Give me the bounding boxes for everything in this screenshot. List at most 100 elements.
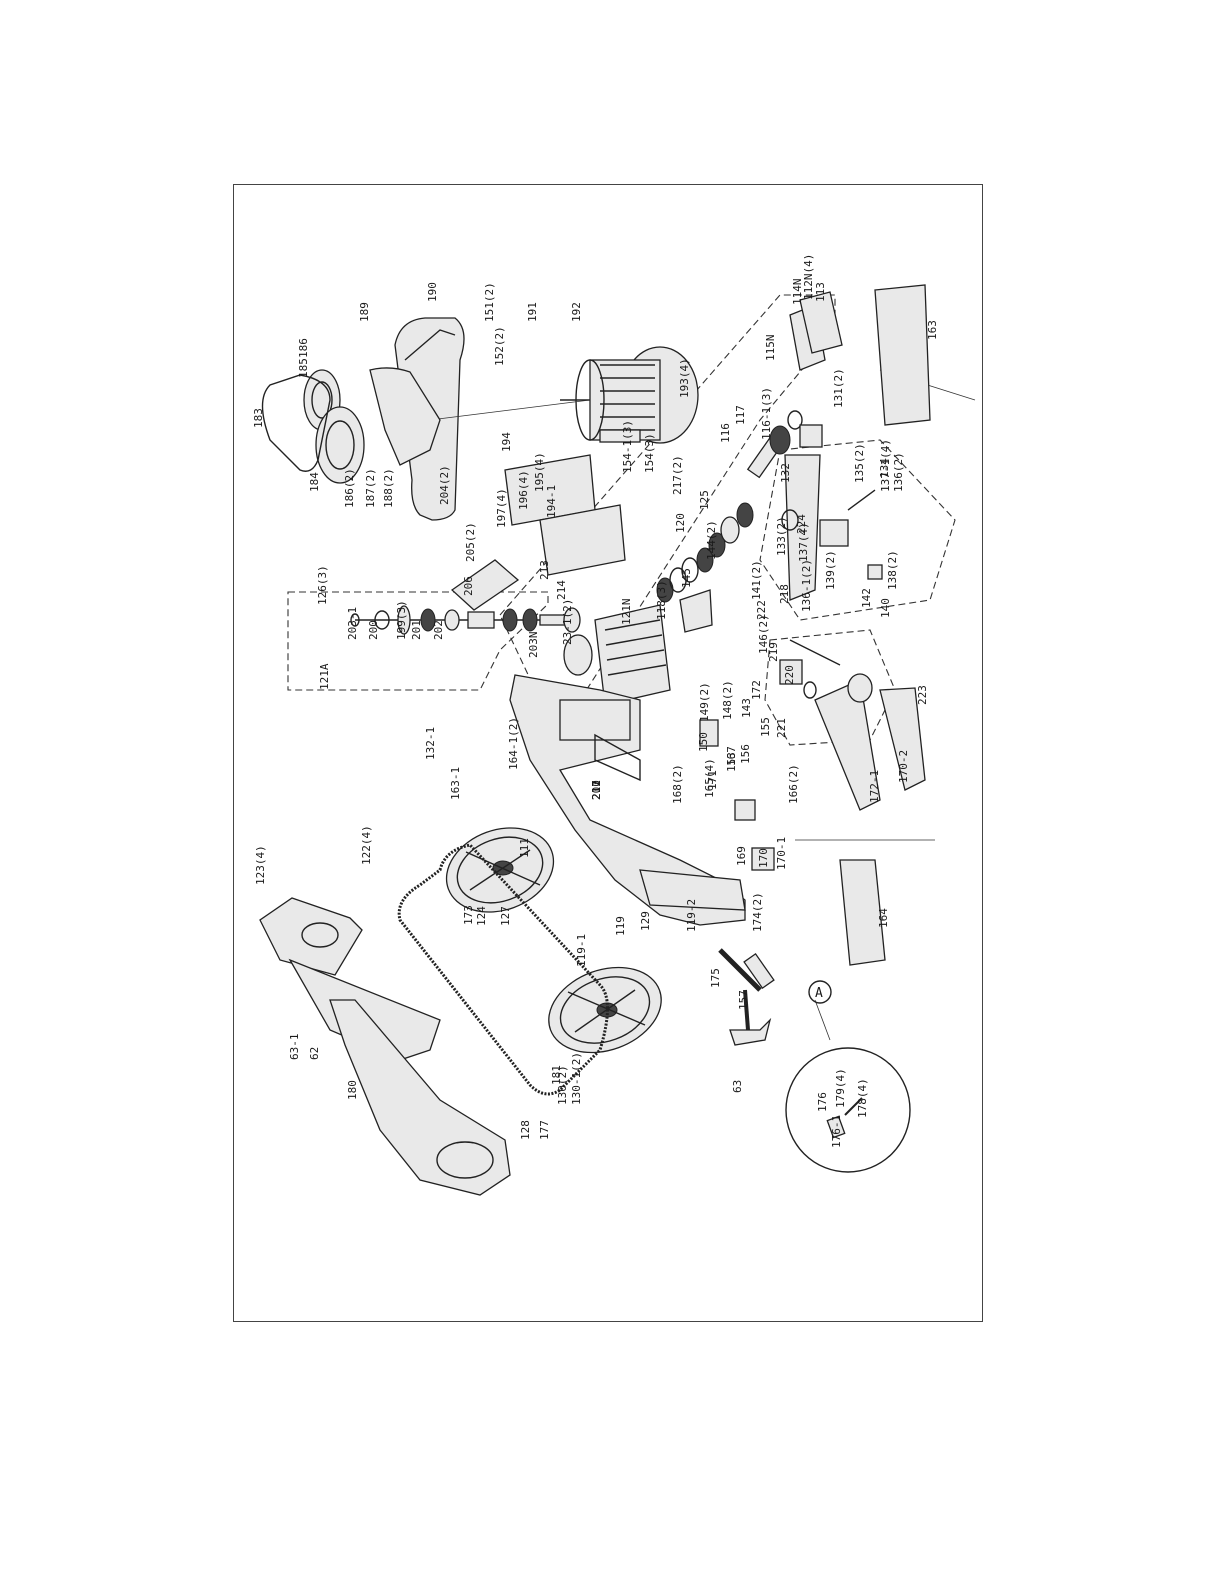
part-label: 166(2) bbox=[787, 764, 800, 804]
part-label: 140 bbox=[879, 598, 892, 618]
detail-callout-a: A bbox=[785, 980, 911, 1173]
part-label: 186(2) bbox=[343, 468, 356, 508]
part-label: 223 bbox=[916, 685, 929, 705]
bearings-row bbox=[656, 291, 843, 603]
part-label: 128 bbox=[519, 1120, 532, 1140]
tension-handle bbox=[718, 948, 772, 1046]
part-label: 222 bbox=[755, 600, 768, 620]
part-label: 170-1 bbox=[775, 837, 788, 870]
plate-206 bbox=[450, 559, 520, 611]
part-label: 137-1(4) bbox=[879, 439, 892, 492]
part-label: 203-1 bbox=[346, 607, 359, 640]
part-label: 116 bbox=[719, 423, 732, 443]
part-label: 121A bbox=[318, 663, 331, 690]
part-label: 174(2) bbox=[751, 892, 764, 932]
part-label: 136-1(2) bbox=[800, 559, 813, 612]
part-label: 154(3) bbox=[643, 433, 656, 473]
part-label: 119 bbox=[614, 916, 627, 936]
callout-letter: A bbox=[815, 986, 823, 1001]
part-label: 126(3) bbox=[316, 565, 329, 605]
part-label: 122(4) bbox=[360, 825, 373, 865]
part-label: 136(2) bbox=[892, 452, 905, 492]
part-label: 224 bbox=[795, 514, 808, 534]
part-label: 112N(4) bbox=[802, 254, 815, 300]
part-label: 180 bbox=[346, 1080, 359, 1100]
part-label: 117 bbox=[734, 405, 747, 425]
part-label: 157 bbox=[737, 990, 750, 1010]
part-label: 202 bbox=[432, 620, 445, 640]
guide-bracket-parts bbox=[679, 489, 883, 871]
part-label: 141(2) bbox=[750, 560, 763, 600]
blade-guard-main bbox=[329, 999, 511, 1196]
guide-arm-164 bbox=[879, 687, 926, 791]
part-label: 111 bbox=[518, 838, 531, 858]
part-label: 119-1 bbox=[575, 934, 588, 967]
part-label: 173 bbox=[462, 905, 475, 925]
part-label: 171 bbox=[706, 770, 719, 790]
part-label: 164 bbox=[877, 908, 890, 928]
part-label: 185 bbox=[297, 358, 310, 378]
pin-62 bbox=[743, 952, 775, 990]
pulleys bbox=[261, 369, 365, 484]
part-label: 139(2) bbox=[824, 550, 837, 590]
part-label: 116-1(3) bbox=[760, 387, 773, 440]
part-label: 146(2) bbox=[757, 614, 770, 654]
part-label: 163 bbox=[926, 320, 939, 340]
part-label: 123(4) bbox=[254, 845, 267, 885]
part-label: 138(2) bbox=[886, 550, 899, 590]
group-outline-guide bbox=[759, 439, 956, 621]
part-label: 130(2) bbox=[556, 1065, 569, 1105]
part-label: 169 bbox=[735, 846, 748, 866]
part-label: 132 bbox=[779, 463, 792, 483]
part-label: 142 bbox=[860, 588, 873, 608]
part-label: 175 bbox=[709, 968, 722, 988]
part-label: 155 bbox=[759, 717, 772, 737]
part-label: 172 bbox=[750, 680, 763, 700]
motor bbox=[560, 346, 699, 444]
group-outline-gearbox bbox=[499, 294, 836, 701]
part-label: 195(4) bbox=[533, 452, 546, 492]
part-label: 121N bbox=[620, 599, 633, 626]
part-label: 132-1 bbox=[424, 727, 437, 760]
part-label: 210 bbox=[590, 780, 603, 800]
part-label: 192 bbox=[570, 302, 583, 322]
part-label: 186 bbox=[297, 338, 310, 358]
part-label: 189 bbox=[358, 302, 371, 322]
guide-163-1 bbox=[839, 859, 886, 966]
group-outline-spindle bbox=[287, 591, 549, 691]
guide-arm-163 bbox=[814, 679, 881, 811]
part-label: 194-1 bbox=[545, 485, 558, 518]
part-label: 170 bbox=[757, 848, 770, 868]
part-label: 118(3) bbox=[655, 580, 668, 620]
part-label: 211 bbox=[590, 780, 603, 800]
part-label: 23-1(2) bbox=[561, 599, 574, 645]
pulley-guard bbox=[369, 367, 441, 466]
part-label: 165(4) bbox=[703, 758, 716, 798]
part-label: 200 bbox=[367, 620, 380, 640]
bow-frame bbox=[509, 674, 746, 926]
part-label: 214 bbox=[555, 580, 568, 600]
spindle-parts bbox=[350, 605, 581, 635]
part-label: 156 bbox=[739, 744, 752, 764]
part-label: 178(4) bbox=[856, 1078, 869, 1118]
part-label: 134 bbox=[878, 458, 891, 478]
part-label: 125 bbox=[698, 490, 711, 510]
part-label: 129 bbox=[639, 911, 652, 931]
motor-plate-lower bbox=[539, 504, 626, 576]
part-label: 167 bbox=[725, 746, 738, 766]
part-label: 205(2) bbox=[464, 522, 477, 562]
part-label: 164-1(2) bbox=[507, 717, 520, 770]
part-label: 135(2) bbox=[853, 443, 866, 483]
part-label: 120 bbox=[674, 513, 687, 533]
part-label: 153 bbox=[725, 752, 738, 772]
part-label: 181 bbox=[550, 1065, 563, 1085]
part-label: 149(2) bbox=[698, 682, 711, 722]
part-label: 194 bbox=[500, 432, 513, 452]
part-label: 119-2 bbox=[685, 899, 698, 932]
saw-blade bbox=[397, 843, 609, 1096]
part-label: 212 bbox=[590, 780, 603, 800]
part-label: 193(4) bbox=[678, 358, 691, 398]
part-label: 184 bbox=[308, 472, 321, 492]
